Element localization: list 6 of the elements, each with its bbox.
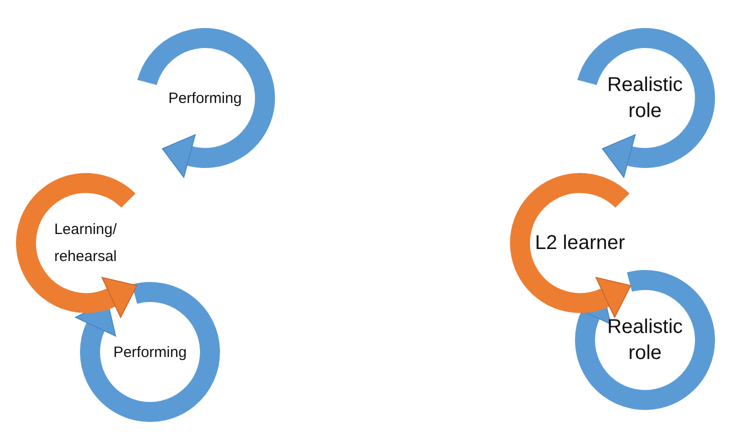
- arrow-label: Performing: [113, 342, 187, 362]
- arrow-label: Performing: [168, 88, 242, 108]
- arrow-label: Realistic role: [606, 315, 684, 366]
- edge-label: Learning/ rehearsal: [53, 220, 118, 267]
- arrow-label: Realistic role: [606, 73, 684, 124]
- edge-label: L2 learner: [534, 231, 626, 256]
